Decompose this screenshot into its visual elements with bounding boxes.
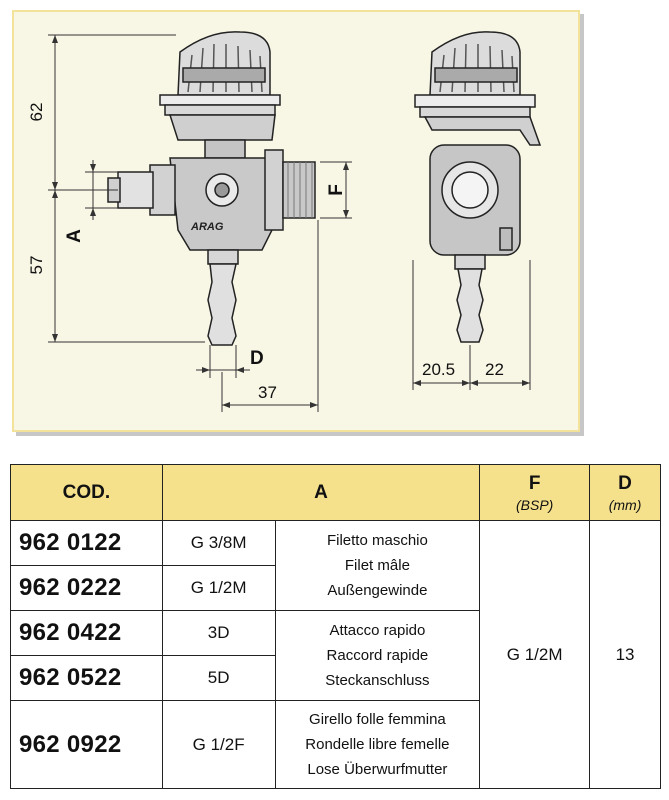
dimension-arrows xyxy=(52,35,530,408)
valve-side-view xyxy=(414,31,542,343)
row-code: 962 0422 xyxy=(10,610,163,656)
header-d-label: D xyxy=(618,472,632,494)
dim-a: A xyxy=(64,229,85,243)
row-code: 962 0222 xyxy=(10,565,163,611)
dim-20-5: 20.5 xyxy=(422,360,455,379)
desc-quick-coupling: Attacco rapido Raccord rapide Steckansch… xyxy=(274,610,481,701)
desc-line: Filet mâle xyxy=(344,557,410,574)
header-f: F (BSP) xyxy=(479,464,591,521)
desc-line: Rondelle libre femelle xyxy=(305,736,450,753)
row-a-value: G 3/8M xyxy=(161,520,276,566)
row-a-value: 5D xyxy=(161,655,276,701)
table-row: 962 0122 G 3/8M Filetto maschio Filet mâ… xyxy=(10,520,661,789)
desc-line: Raccord rapide xyxy=(326,647,429,664)
header-f-label: F xyxy=(528,472,541,494)
row-a-value: 3D xyxy=(161,610,276,656)
dim-f: F xyxy=(326,184,347,196)
desc-line: Filetto maschio xyxy=(326,532,428,549)
row-code: 962 0122 xyxy=(10,520,163,566)
row-code: 962 0522 xyxy=(10,655,163,701)
desc-swivel-nut: Girello folle femmina Rondelle libre fem… xyxy=(274,700,481,789)
header-cod: COD. xyxy=(10,464,163,521)
f-value: G 1/2M xyxy=(479,520,591,789)
table-row: 962 0422 3D Attacco rapido Raccord rapid… xyxy=(10,610,661,701)
dim-22: 22 xyxy=(485,360,504,379)
table-row: 962 0222 G 1/2M xyxy=(10,565,661,611)
dim-57: 57 xyxy=(27,256,46,275)
header-f-sub: (BSP) xyxy=(515,496,554,513)
product-table: COD. A F (BSP) D (mm) 962 0122 G 3/8M Fi… xyxy=(10,464,661,789)
desc-line: Außengewinde xyxy=(327,582,428,599)
valve-front-view xyxy=(107,31,316,346)
header-d: D (mm) xyxy=(589,464,661,521)
row-code: 962 0922 xyxy=(10,700,163,789)
d-value: 13 xyxy=(589,520,661,789)
table-header-row: COD. A F (BSP) D (mm) xyxy=(10,464,661,521)
table-row: 962 0522 5D xyxy=(10,655,661,701)
table-row: 962 0922 G 1/2F Girello folle femmina Ro… xyxy=(10,700,661,789)
desc-line: Steckanschluss xyxy=(325,672,430,689)
brand-logo: ARAG xyxy=(190,221,224,233)
dim-d: D xyxy=(250,348,264,369)
header-a: A xyxy=(161,464,481,521)
row-a-value: G 1/2F xyxy=(161,700,276,789)
desc-line: Attacco rapido xyxy=(329,622,426,639)
dim-37: 37 xyxy=(258,383,277,402)
desc-line: Girello folle femmina xyxy=(309,711,446,728)
technical-drawing: ARAG xyxy=(27,31,542,412)
row-a-value: G 1/2M xyxy=(161,565,276,611)
desc-line: Lose Überwurfmutter xyxy=(307,761,448,778)
desc-male-thread: Filetto maschio Filet mâle Außengewinde xyxy=(274,520,481,611)
dim-62: 62 xyxy=(27,103,46,122)
header-d-sub: (mm) xyxy=(608,496,642,513)
